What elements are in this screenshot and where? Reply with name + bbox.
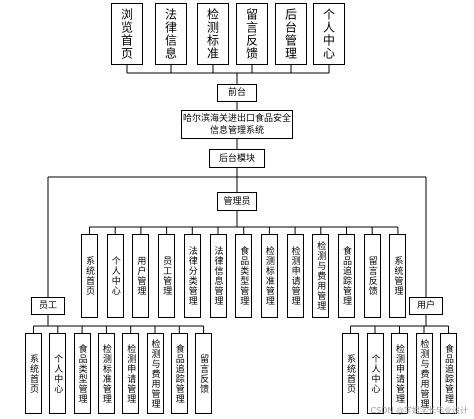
admin-child-7-label: 检测标准管理 xyxy=(263,246,274,306)
admin-child-5-label: 法律信息管理 xyxy=(212,246,223,306)
employee-child-7: 留言反馈 xyxy=(195,333,213,414)
user-child-0: 系统首页 xyxy=(342,333,359,414)
admin-child-8-label: 检测申请管理 xyxy=(289,246,300,306)
employee-child-6-label: 食品追踪管理 xyxy=(173,343,184,404)
admin-child-10-label: 食品追踪管理 xyxy=(341,246,351,306)
admin-child-8: 检测申请管理 xyxy=(286,234,304,318)
employee-child-0: 系统首页 xyxy=(25,333,42,414)
admin-child-4-label: 法律分类管理 xyxy=(186,246,197,306)
admin-child-0-label: 系统首页 xyxy=(84,256,94,296)
employee-child-1-label: 个人中心 xyxy=(52,353,63,394)
employee-child-6: 食品追踪管理 xyxy=(170,333,188,414)
user-child-4-label: 食品追踪管理 xyxy=(443,343,453,404)
employee-child-1: 个人中心 xyxy=(49,333,67,414)
admin-child-3: 员工管理 xyxy=(158,234,176,318)
user-child-0-label: 系统首页 xyxy=(345,353,355,394)
admin-child-11: 留言反馈 xyxy=(363,234,381,318)
admin-child-6-label: 食品类型管理 xyxy=(238,246,249,306)
admin-child-2-label: 用户管理 xyxy=(135,256,146,296)
employee-child-4-label: 检测申请管理 xyxy=(125,343,136,404)
backend-module-node: 后台模块 xyxy=(209,149,265,168)
employee-child-7-label: 留言反馈 xyxy=(198,353,209,394)
system-name-node: 哈尔滨海关进出口食品安全信息管理系统 xyxy=(181,110,293,139)
top-module-5-label: 个人中心 xyxy=(321,8,336,60)
admin-child-3-label: 员工管理 xyxy=(161,256,172,296)
top-module-5: 个人中心 xyxy=(313,3,345,65)
top-module-0: 浏览首页 xyxy=(111,3,143,65)
user-node: 用户 xyxy=(409,297,443,315)
employee-child-3: 检测标准管理 xyxy=(97,333,115,414)
user-child-3: 检测与费用管理 xyxy=(415,333,433,414)
admin-child-0: 系统首页 xyxy=(81,234,98,318)
admin-child-12-label: 系统管理 xyxy=(392,256,403,296)
admin-child-11-label: 留言反馈 xyxy=(366,256,377,296)
top-module-1-label: 法律信息 xyxy=(163,8,178,60)
employee-child-5-label: 检测与费用管理 xyxy=(149,338,160,409)
admin-node: 管理员 xyxy=(217,192,257,211)
admin-child-7: 检测标准管理 xyxy=(260,234,278,318)
admin-child-6: 食品类型管理 xyxy=(235,234,253,318)
admin-child-1-label: 个人中心 xyxy=(109,256,120,296)
user-child-1: 个人中心 xyxy=(366,333,384,414)
top-module-2: 检测标准 xyxy=(197,3,229,65)
top-module-2-label: 检测标准 xyxy=(205,8,220,60)
top-module-3: 留言反馈 xyxy=(236,3,268,65)
frontend-node: 前台 xyxy=(217,84,257,102)
admin-child-9: 检测与费用管理 xyxy=(312,234,330,318)
user-child-1-label: 个人中心 xyxy=(369,353,380,394)
system-name-text: 哈尔滨海关进出口食品安全信息管理系统 xyxy=(182,113,291,136)
user-child-3-label: 检测与费用管理 xyxy=(418,338,429,409)
employee-child-4: 检测申请管理 xyxy=(122,333,140,414)
admin-child-12: 系统管理 xyxy=(389,234,407,318)
employee-child-3-label: 检测标准管理 xyxy=(100,343,111,404)
top-module-3-label: 留言反馈 xyxy=(244,8,259,60)
top-module-1: 法律信息 xyxy=(155,3,187,65)
employee-node: 员工 xyxy=(31,297,65,315)
admin-child-9-label: 检测与费用管理 xyxy=(315,241,326,311)
employee-child-2: 食品类型管理 xyxy=(73,333,91,414)
employee-child-2-label: 食品类型管理 xyxy=(76,343,87,404)
admin-child-2: 用户管理 xyxy=(132,234,150,318)
employee-child-5: 检测与费用管理 xyxy=(146,333,164,414)
admin-child-5: 法律信息管理 xyxy=(209,234,227,318)
top-module-4-label: 后台管理 xyxy=(283,8,298,60)
employee-child-0-label: 系统首页 xyxy=(28,353,38,394)
admin-child-10: 食品追踪管理 xyxy=(338,234,355,318)
user-child-2: 检测申请管理 xyxy=(391,333,408,414)
user-child-4: 食品追踪管理 xyxy=(440,333,457,414)
user-child-2-label: 检测申请管理 xyxy=(394,343,404,404)
top-module-4: 后台管理 xyxy=(275,3,307,65)
admin-child-1: 个人中心 xyxy=(106,234,124,318)
admin-child-4: 法律分类管理 xyxy=(183,234,201,318)
top-module-0-label: 浏览首页 xyxy=(119,8,134,60)
watermark: CSDN @学姐学长毕业设计 xyxy=(370,406,468,415)
